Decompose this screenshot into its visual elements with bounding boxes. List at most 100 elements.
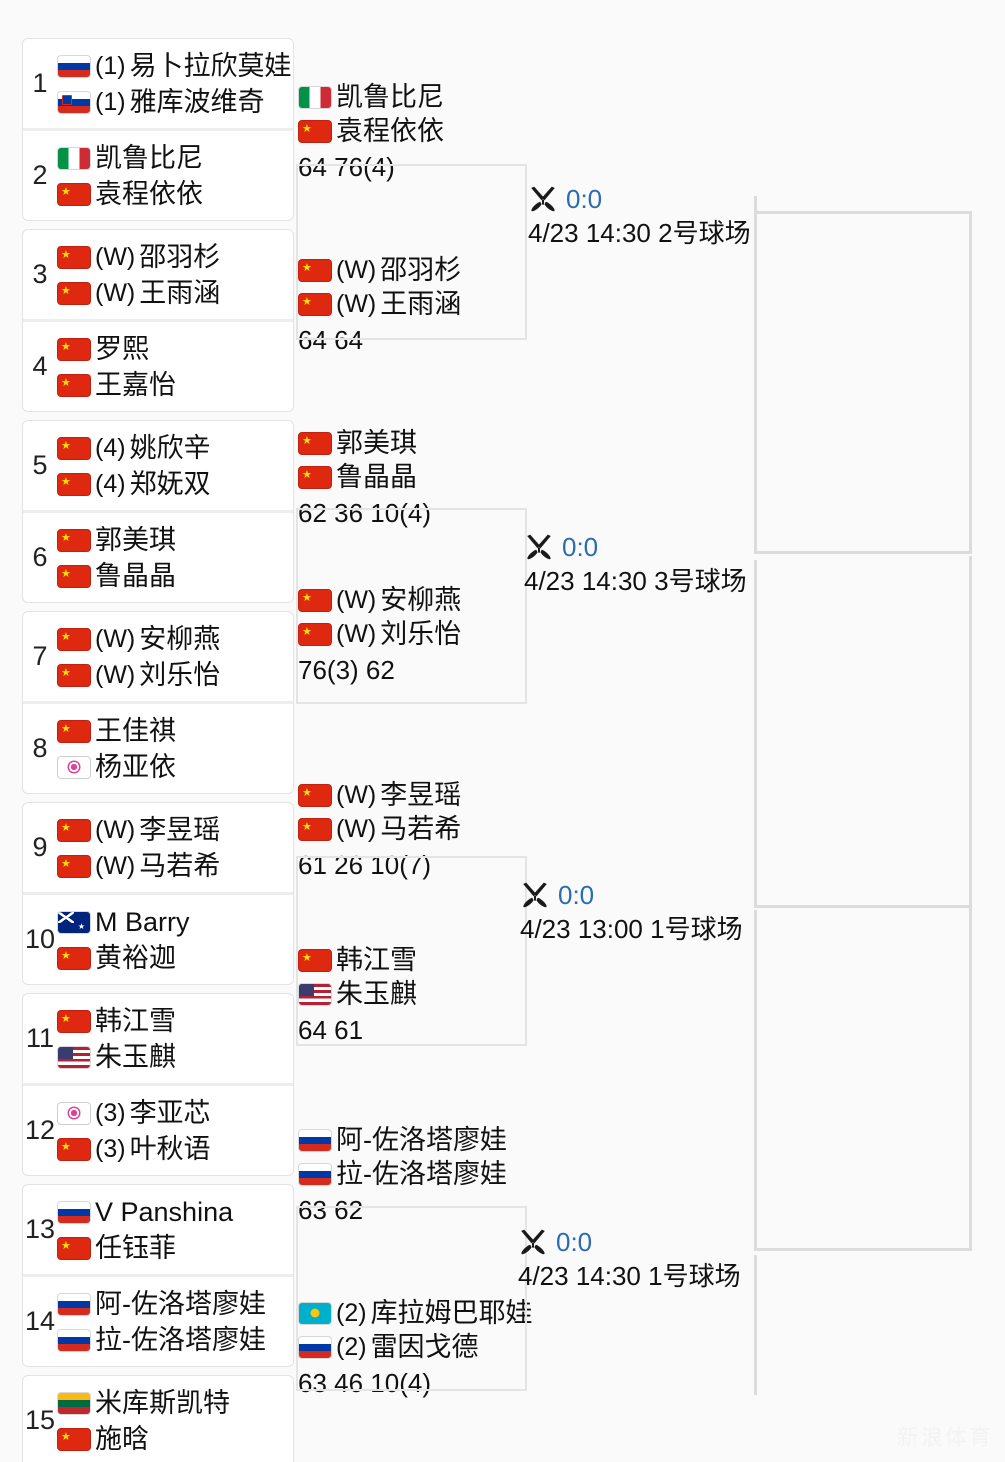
flag-icon-cn xyxy=(298,817,332,841)
player-seed: (W) xyxy=(336,586,377,614)
round1-match-card[interactable]: 5(4)姚欣辛(4)郑妩双 6 郭美琪鲁晶晶 xyxy=(22,420,294,603)
round1-entry[interactable]: 2凯鲁比尼袁程依依 xyxy=(23,128,293,220)
bracket-line-vertical xyxy=(754,560,757,908)
player-seed: (1) xyxy=(95,88,126,116)
player-name: 雅库波维奇 xyxy=(129,87,265,117)
round1-entry[interactable]: 6 郭美琪鲁晶晶 xyxy=(23,510,293,602)
round1-entry[interactable]: 8王佳祺杨亚依 xyxy=(23,701,293,793)
round1-match-card[interactable]: 15米库斯凯特施晗16(2)库拉姆巴耶娃(2)雷因戈德 xyxy=(22,1375,294,1462)
player-row: (W)李昱瑶 xyxy=(57,813,220,847)
bracket-line-vertical xyxy=(754,1255,757,1395)
player-row: 郭美琪 xyxy=(57,523,176,557)
flag-icon-ru xyxy=(298,1128,332,1152)
crossed-rackets-icon xyxy=(528,186,558,212)
round1-entry[interactable]: 3(W)邵羽杉(W)王雨涵 xyxy=(23,230,293,319)
round1-entry[interactable]: 5(4)姚欣辛(4)郑妩双 xyxy=(23,421,293,510)
player-name: 施晗 xyxy=(95,1424,149,1454)
player-name: 朱玉麒 xyxy=(95,1042,176,1072)
flag-icon-kz xyxy=(298,1301,332,1325)
player-name: 罗熙 xyxy=(95,334,149,364)
player-row: 袁程依依 xyxy=(298,114,529,148)
player-row: 罗熙 xyxy=(57,332,176,366)
watermark: 新浪体育 xyxy=(896,1425,993,1450)
entry-number: 13 xyxy=(24,1214,56,1244)
round1-entry[interactable]: 15米库斯凯特施晗 xyxy=(23,1376,293,1462)
round1-entry[interactable]: 4罗熙王嘉怡 xyxy=(23,319,293,411)
flag-icon-cn xyxy=(57,564,91,588)
player-name: 韩江雪 xyxy=(95,1006,176,1036)
player-name: 拉-佐洛塔廖娃 xyxy=(95,1325,266,1355)
player-row: 袁程依依 xyxy=(57,177,203,211)
entry-number: 14 xyxy=(24,1306,56,1336)
flag-icon-cn xyxy=(298,588,332,612)
player-name: 库拉姆巴耶娃 xyxy=(370,1298,533,1328)
player-row: (1)易卜拉欣莫娃 xyxy=(57,49,292,83)
player-name: 凯鲁比尼 xyxy=(336,82,444,112)
player-row: 王佳祺 xyxy=(57,714,176,748)
round1-entry[interactable]: 13V Panshina任钰菲 xyxy=(23,1185,293,1274)
player-row: (4)郑妩双 xyxy=(57,467,211,501)
round-1-column: 1 (1)易卜拉欣莫娃 (1)雅库波维奇 2凯鲁比尼袁程依依 3(W)邵羽杉(W)王雨涵… xyxy=(22,38,294,1462)
player-row: 鲁晶晶 xyxy=(57,559,176,593)
player-name: 鲁晶晶 xyxy=(95,561,176,591)
player-row: (2)雷因戈德 xyxy=(298,1330,529,1364)
round1-match-card[interactable]: 1 (1)易卜拉欣莫娃 (1)雅库波维奇 2凯鲁比尼袁程依依 xyxy=(22,38,294,221)
player-seed: (W) xyxy=(336,781,377,809)
flag-icon-tw xyxy=(57,1101,91,1125)
flag-icon-cn xyxy=(57,373,91,397)
round2-group-box xyxy=(296,856,527,1046)
round2-match[interactable]: 凯鲁比尼袁程依依64 76(4) xyxy=(294,80,529,183)
player-name: 朱玉麒 xyxy=(336,979,417,1009)
player-row: (W)安柳燕 xyxy=(298,583,529,617)
crossed-rackets-icon xyxy=(524,534,554,560)
round1-entry[interactable]: 1 (1)易卜拉欣莫娃 (1)雅库波维奇 xyxy=(23,39,293,128)
flag-icon-cn xyxy=(57,337,91,361)
flag-icon-cn xyxy=(57,245,91,269)
round2-match[interactable]: 郭美琪鲁晶晶62 36 10(4) xyxy=(294,426,529,529)
flag-icon-cn xyxy=(298,948,332,972)
round1-entry[interactable]: 12(3)李亚芯(3)叶秋语 xyxy=(23,1083,293,1175)
round1-entry[interactable]: 10★M Barry黄裕迦 xyxy=(23,892,293,984)
player-name: 邵羽杉 xyxy=(139,242,221,272)
round1-match-card[interactable]: 7(W)安柳燕(W)刘乐怡8王佳祺杨亚依 xyxy=(22,611,294,794)
team-players: 阿-佐洛塔廖娃拉-佐洛塔廖娃 xyxy=(57,1286,266,1357)
team-players: (4)姚欣辛(4)郑妩双 xyxy=(57,430,211,501)
match-score: 0:0 xyxy=(556,1227,593,1257)
flag-icon-cn xyxy=(298,783,332,807)
player-row: (3)叶秋语 xyxy=(57,1132,211,1166)
match-score: 0:0 xyxy=(558,880,595,910)
round1-entry[interactable]: 7(W)安柳燕(W)刘乐怡 xyxy=(23,612,293,701)
entry-number: 11 xyxy=(25,1023,55,1053)
entry-number: 1 xyxy=(32,68,48,98)
player-row: V Panshina xyxy=(57,1195,233,1229)
flag-icon-cn xyxy=(57,528,91,552)
player-row: 米库斯凯特 xyxy=(57,1386,230,1420)
player-seed: (2) xyxy=(336,1333,367,1361)
team-players: ★M Barry黄裕迦 xyxy=(57,904,190,975)
player-row: 王嘉怡 xyxy=(57,368,176,402)
player-name: 阿-佐洛塔廖娃 xyxy=(95,1289,266,1319)
flag-icon-ru xyxy=(298,1162,332,1186)
entry-number: 6 xyxy=(32,542,48,572)
bracket-line-horizontal xyxy=(754,1248,972,1251)
round1-match-card[interactable]: 3(W)邵羽杉(W)王雨涵4罗熙王嘉怡 xyxy=(22,229,294,412)
crossed-rackets-icon xyxy=(520,882,550,908)
round1-entry[interactable]: 9(W)李昱瑶(W)马若希 xyxy=(23,803,293,892)
team-players: 罗熙王嘉怡 xyxy=(57,331,176,402)
player-seed: (4) xyxy=(95,470,126,498)
